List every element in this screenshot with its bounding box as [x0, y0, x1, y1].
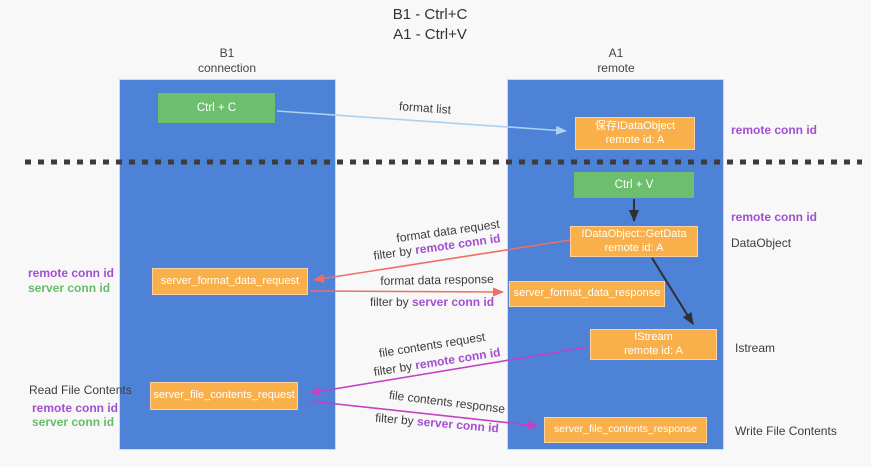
node-getdata-line2: remote id: A [604, 241, 664, 254]
lane-header-b1: B1 connection [147, 46, 307, 76]
filter-by-text: filter by [372, 243, 417, 263]
node-ctrl-c: Ctrl + C [158, 93, 275, 123]
annotation-dataobject: DataObject [731, 236, 792, 250]
node-istream-line2: remote id: A [624, 344, 683, 357]
node-getdata-line1: IDataObject::GetData [581, 227, 687, 240]
node-idataobject-getdata: IDataObject::GetData remote id: A [570, 226, 698, 257]
node-ctrl-c-label: Ctrl + C [196, 101, 237, 114]
annotation-left-remote-conn-id-mid: remote conn id [28, 266, 115, 280]
lane-b1-role: connection [197, 61, 257, 75]
annotation-write-file-contents: Write File Contents [735, 424, 837, 438]
node-istream-line1: IStream [634, 330, 673, 343]
node-server-format-data-request-label: server_format_data_request [160, 274, 300, 287]
lane-a1-name: A1 [608, 46, 624, 60]
annotation-left-remote-conn-id-bottom: remote conn id [32, 401, 119, 415]
node-save-idataobject: 保存IDataObject remote id: A [575, 117, 695, 150]
node-server-file-contents-request-label: server_file_contents_request [153, 389, 295, 402]
annotation-remote-conn-id-mid: remote conn id [731, 210, 818, 224]
filter-by-text: filter by [372, 358, 417, 379]
lane-b1-name: B1 [219, 46, 235, 60]
title-line-1: B1 - Ctrl+C [392, 6, 468, 23]
edge-label-filter-file-response: filter by server conn id [375, 411, 500, 436]
node-save-idataobject-line1: 保存IDataObject [594, 119, 676, 132]
annotation-left-server-conn-id-bottom: server conn id [32, 415, 115, 429]
node-server-file-contents-response-label: server_file_contents_response [553, 423, 697, 436]
node-server-file-contents-request: server_file_contents_request [150, 382, 298, 410]
annotation-left-server-conn-id-mid: server conn id [28, 281, 111, 295]
edge-label-format-data-response: format data response [380, 272, 494, 288]
annotation-remote-conn-id-top: remote conn id [731, 123, 818, 137]
node-server-file-contents-response: server_file_contents_response [544, 417, 707, 443]
node-ctrl-v-label: Ctrl + V [614, 178, 654, 191]
filter-key-server-conn-id: server conn id [411, 295, 495, 309]
annotation-read-file-contents: Read File Contents [29, 383, 132, 397]
node-server-format-data-response-label: server_format_data_response [513, 287, 661, 300]
edge-label-filter-format-response: filter by server conn id [370, 295, 494, 309]
filter-by-text: filter by [374, 410, 418, 429]
annotation-istream: Istream [735, 341, 776, 355]
diagram-title: B1 - Ctrl+C A1 - Ctrl+V [393, 5, 468, 44]
node-server-format-data-request: server_format_data_request [152, 268, 308, 295]
edge-label-file-contents-response: file contents response [388, 387, 506, 417]
filter-by-text: filter by [369, 295, 412, 309]
filter-key-server-conn-id: server conn id [416, 414, 500, 436]
lane-header-a1: A1 remote [536, 46, 696, 76]
node-ctrl-v: Ctrl + V [574, 172, 694, 198]
edge-label-format-list: format list [398, 99, 452, 117]
node-istream: IStream remote id: A [590, 329, 717, 360]
lane-a1-role: remote [597, 61, 635, 75]
node-save-idataobject-line2: remote id: A [605, 133, 665, 146]
edge-format-data-response [309, 287, 504, 297]
title-line-2: A1 - Ctrl+V [393, 25, 467, 43]
node-server-format-data-response: server_format_data_response [509, 281, 665, 307]
